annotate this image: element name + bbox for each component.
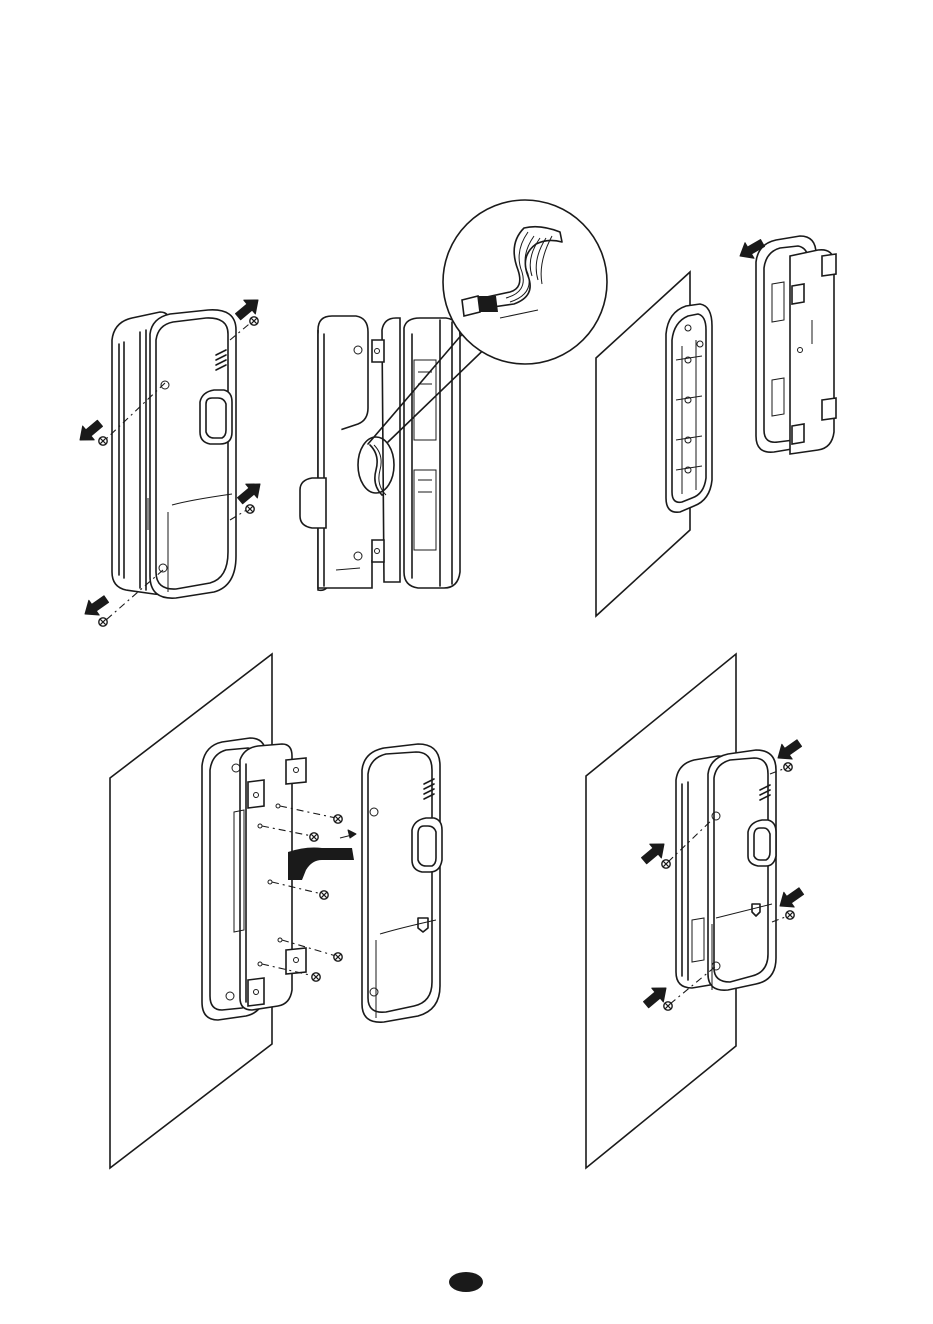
step-mount-baseplate-to-door	[596, 235, 836, 616]
baseplate-on-door-icon	[596, 235, 836, 616]
ribbon-cable	[288, 830, 356, 880]
installed-lock-with-screw-arrows-icon	[586, 654, 806, 1168]
page-number-badge	[449, 1272, 483, 1292]
step-remove-lock-screws	[74, 293, 266, 626]
step-disconnect-ribbon-cable	[300, 200, 607, 590]
exploded-assembly-icon	[110, 654, 442, 1168]
step-fasten-screws	[586, 654, 806, 1168]
ribbon-cable-detail-icon	[300, 200, 607, 590]
step-connect-cable-and-attach-body	[110, 654, 442, 1168]
lock-with-removal-arrows-icon	[74, 293, 266, 626]
